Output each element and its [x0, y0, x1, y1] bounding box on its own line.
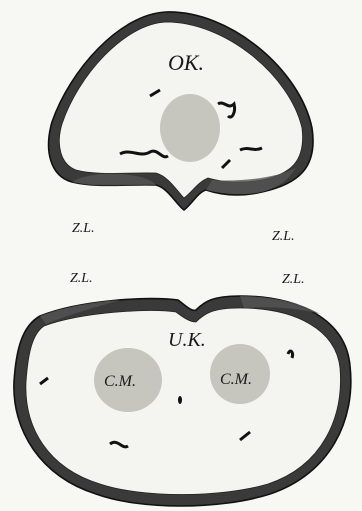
upper-inclusion-4 [240, 148, 262, 150]
lower-right-zone-label: Z.L. [282, 272, 305, 287]
upper-left-zone-label: Z.L. [72, 221, 95, 236]
lower-center-label: U.K. [168, 329, 206, 351]
lower-inclusion-5 [178, 396, 182, 404]
upper-section [49, 12, 313, 210]
upper-center-label: OK. [168, 50, 204, 75]
upper-right-zone-label: Z.L. [272, 229, 295, 244]
right-cell-mass-label: C.M. [220, 371, 252, 388]
upper-central-stipple [160, 94, 220, 162]
lower-left-zone-label: Z.L. [70, 271, 93, 286]
left-cell-mass-label: C.M. [104, 373, 136, 390]
lower-section [14, 296, 351, 506]
